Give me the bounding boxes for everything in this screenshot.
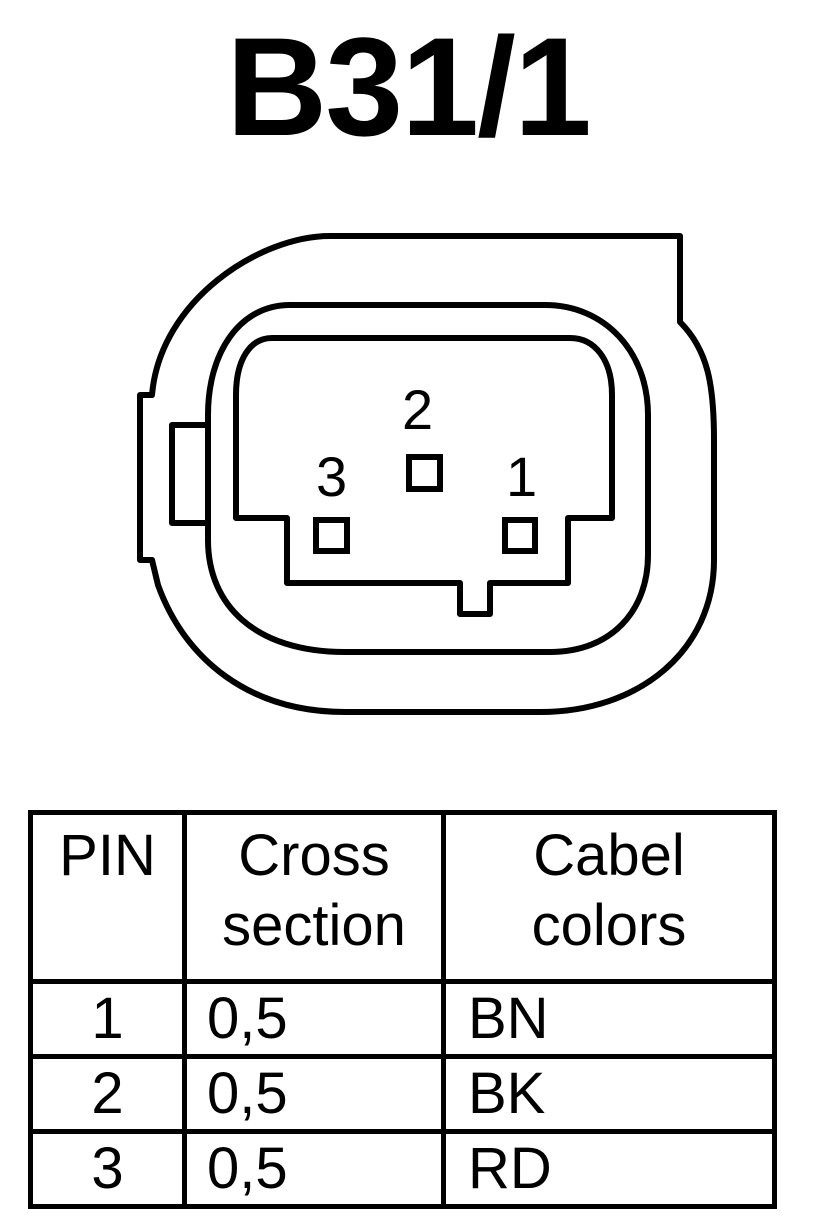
table-row: 2 0,5 BK [28, 1054, 777, 1134]
locking-tab [169, 422, 211, 526]
connector-housing-outline [137, 233, 717, 715]
inner-shroud-outline [205, 302, 651, 655]
pin-contact-1 [502, 517, 538, 554]
cross-section-cell: 0,5 [182, 979, 446, 1059]
pin-label-2: 2 [402, 378, 433, 441]
pin-cell: 1 [28, 979, 187, 1059]
table-header-row: PIN Cross section Cabel colors [28, 810, 777, 984]
pin-contact-2 [406, 454, 443, 492]
table-row: 1 0,5 BN [28, 979, 777, 1059]
header-cross-section: Cross section [182, 810, 446, 984]
pin-assignment-table: PIN Cross section Cabel colors 1 0,5 BN … [28, 810, 777, 1209]
header-pin: PIN [28, 810, 187, 984]
connector-title: B31/1 [226, 8, 592, 165]
cable-color-cell: BK [441, 1054, 777, 1134]
connector-face-diagram: 1 2 3 [137, 233, 717, 715]
pin-cell: 3 [28, 1129, 187, 1209]
header-cable-colors: Cabel colors [441, 810, 777, 984]
pin-label-1: 1 [506, 445, 537, 508]
pin-cavity-outline [233, 335, 615, 617]
pin-label-3: 3 [316, 445, 347, 508]
cross-section-cell: 0,5 [182, 1129, 446, 1209]
cable-color-cell: BN [441, 979, 777, 1059]
cross-section-cell: 0,5 [182, 1054, 446, 1134]
table-row: 3 0,5 RD [28, 1129, 777, 1209]
pin-contact-3 [313, 517, 350, 554]
pin-cell: 2 [28, 1054, 187, 1134]
cable-color-cell: RD [441, 1129, 777, 1209]
